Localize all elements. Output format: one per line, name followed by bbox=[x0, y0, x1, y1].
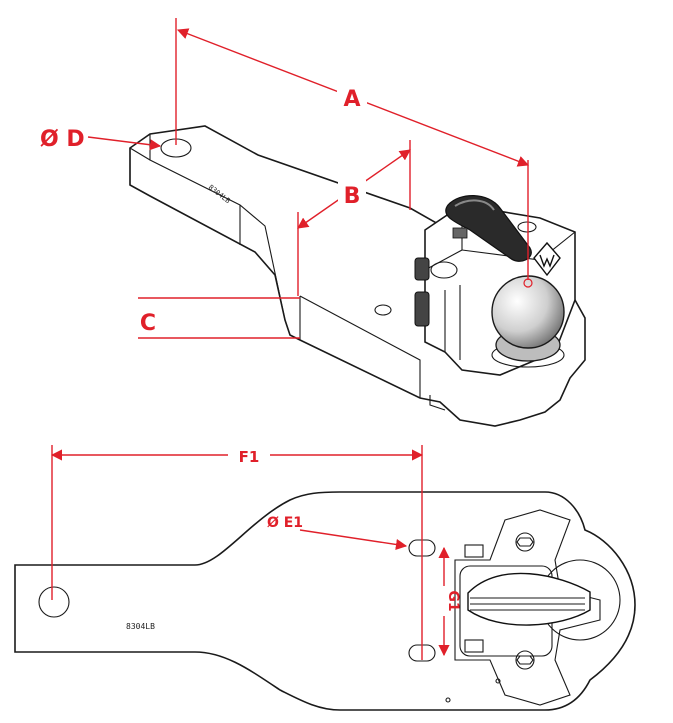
label-dia-e1: Ø E1 bbox=[267, 515, 303, 531]
label-dia-d: Ø D bbox=[40, 127, 85, 152]
label-g1: G1 bbox=[445, 590, 461, 611]
dimension-a: A bbox=[175, 18, 530, 280]
label-f1: F1 bbox=[239, 448, 260, 466]
label-c: C bbox=[140, 311, 156, 336]
dimension-dia-d: Ø D bbox=[40, 127, 162, 152]
plan-eye-hole bbox=[38, 586, 70, 618]
top-hole bbox=[517, 221, 537, 233]
plan-part-mark: 8304LB bbox=[126, 622, 155, 631]
latch-handle-icon bbox=[445, 195, 532, 262]
dimension-dia-e1: Ø E1 bbox=[267, 515, 408, 551]
label-a: A bbox=[343, 87, 360, 112]
plan-coupling-head bbox=[445, 509, 621, 706]
logo-w-icon bbox=[533, 241, 561, 277]
dimension-c: C bbox=[138, 297, 300, 339]
ball-icon bbox=[491, 275, 565, 368]
head-hole bbox=[430, 261, 458, 279]
side-fitting-upper bbox=[414, 257, 430, 281]
label-b: B bbox=[344, 184, 361, 209]
side-fitting-lower bbox=[414, 291, 430, 327]
dimension-g1: G1 bbox=[434, 546, 461, 657]
dimension-b: B bbox=[297, 140, 411, 296]
plan-view: 8304LB F1 Ø E1 G1 bbox=[14, 443, 636, 711]
dimension-f1: F1 bbox=[50, 443, 424, 660]
bar-hole bbox=[374, 304, 392, 316]
isometric-view: 8304LB A B C Ø D bbox=[40, 18, 586, 427]
